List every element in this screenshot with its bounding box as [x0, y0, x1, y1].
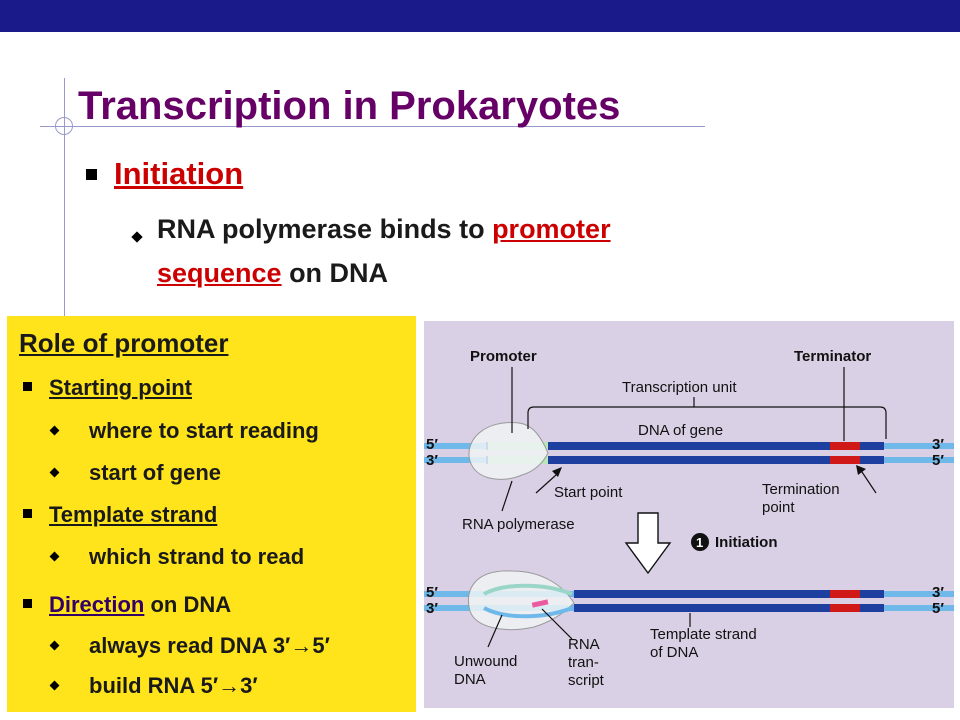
gene-strand-bottom [486, 456, 884, 464]
end-label-5-top: 5′ [426, 436, 438, 453]
label-unwound-1: Unwound [454, 653, 517, 670]
square-bullet-icon [23, 599, 32, 608]
end-label-5-right-bottom: 5′ [932, 600, 944, 617]
step-number: 1 [696, 535, 703, 550]
process-arrow [624, 512, 672, 575]
bullet-initiation: Initiation [114, 156, 244, 191]
end-label-5-bottom: 5′ [426, 584, 438, 601]
sub-build-rna: build RNA 5′→3′ [89, 673, 258, 698]
label-start-point: Start point [554, 484, 623, 501]
diamond-bullet-icon [49, 467, 60, 478]
label-rna-polymerase: RNA polymerase [462, 516, 575, 533]
rna-transcript-fragment [531, 599, 549, 608]
rna-polymerase-shape [468, 422, 549, 480]
label-termination-1: Termination [762, 481, 840, 498]
diamond-bullet-icon [49, 551, 60, 562]
label-rna-3: script [568, 672, 605, 689]
dna-top [424, 422, 954, 480]
label-dna-of-gene: DNA of gene [638, 422, 723, 439]
end-label-3-bottom: 3′ [426, 600, 438, 617]
role-of-promoter-panel: Role of promoter Starting point where to… [7, 316, 416, 712]
label-terminator: Terminator [794, 348, 871, 365]
end-label-3-right-bottom: 3′ [932, 584, 944, 601]
decor-vertical-line [64, 78, 65, 318]
item-template-strand: Template strand [49, 502, 218, 527]
sub-start-of-gene: start of gene [89, 460, 222, 485]
square-bullet-icon [23, 382, 32, 391]
sub-bullet-line1: RNA polymerase binds to promoter [157, 214, 611, 244]
gene-strand-top [486, 442, 884, 450]
top-bar [0, 0, 960, 32]
diamond-bullet-icon [49, 640, 60, 651]
terminator-region-top [830, 442, 860, 450]
end-label-3-top: 3′ [426, 452, 438, 469]
terminator-region-bottom [830, 456, 860, 464]
decor-crosshair [55, 117, 73, 135]
sub-read-dna: always read DNA 3′→5′ [89, 633, 330, 658]
promoter-link[interactable]: promoter [492, 214, 611, 244]
label-promoter: Promoter [470, 348, 537, 365]
end-label-5-right-top: 5′ [932, 452, 944, 469]
label-transcription-unit: Transcription unit [622, 379, 737, 396]
label-termination-2: point [762, 499, 795, 516]
square-bullet-icon [86, 169, 97, 180]
sub-where-to-start: where to start reading [89, 418, 319, 443]
sub-which-strand: which strand to read [89, 544, 305, 569]
label-initiation: Initiation [715, 534, 778, 551]
label-template-1: Template strand [650, 626, 757, 643]
diamond-bullet-icon [49, 680, 60, 691]
label-unwound-2: DNA [454, 671, 486, 688]
decor-horizontal-line [40, 126, 705, 127]
sub-bullet-line2: sequence on DNA [157, 258, 389, 288]
diamond-bullet-icon [49, 425, 60, 436]
square-bullet-icon [23, 509, 32, 518]
label-rna-2: tran- [568, 654, 599, 671]
end-label-3-right-top: 3′ [932, 436, 944, 453]
transcription-diagram: Promoter Terminator Transcription unit D… [424, 321, 954, 708]
role-heading: Role of promoter [19, 328, 229, 358]
step-number-circle [691, 533, 709, 551]
item-starting-point: Starting point [49, 375, 192, 400]
sequence-link[interactable]: sequence [157, 258, 282, 288]
slide-title: Transcription in Prokaryotes [78, 84, 621, 128]
transcription-unit-bracket [527, 406, 887, 439]
diamond-bullet-icon [131, 231, 143, 243]
label-rna-1: RNA [568, 636, 600, 653]
item-direction: Direction on DNA [49, 592, 232, 617]
label-template-2: of DNA [650, 644, 698, 661]
dna-bottom [424, 570, 954, 631]
